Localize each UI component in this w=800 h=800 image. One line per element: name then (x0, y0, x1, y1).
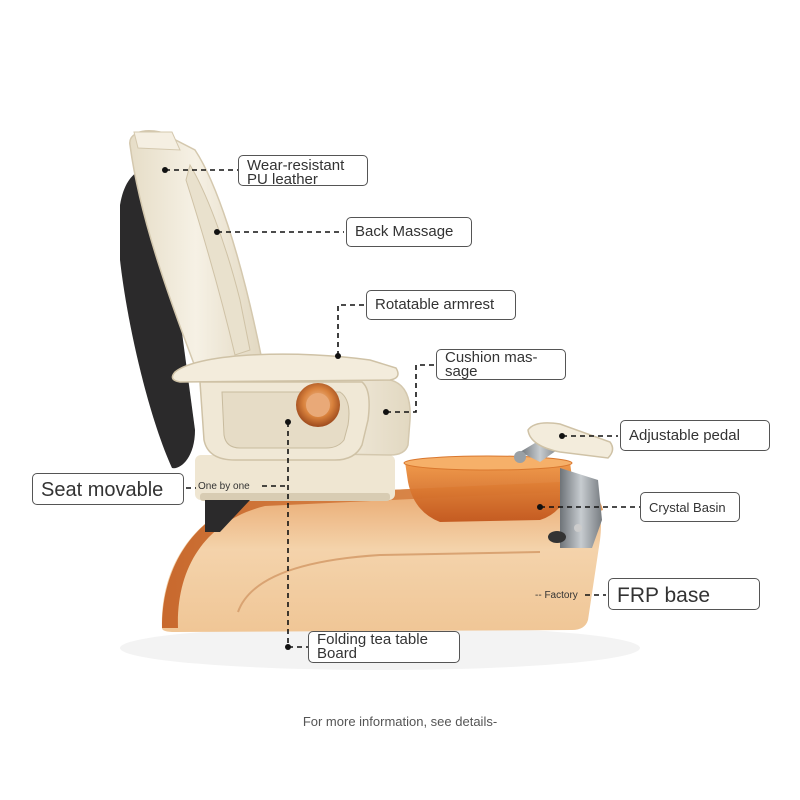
footer-note: For more information, see details- (302, 714, 498, 729)
label-pu-leather-line1: Wear-resistant (247, 157, 345, 174)
label-basin-text: Crystal Basin (649, 500, 726, 515)
dot-back-massage (214, 229, 220, 235)
label-cushion: Cushion mas- sage (436, 349, 566, 380)
crystal-basin (405, 457, 572, 522)
control-knob (548, 531, 566, 543)
frp-base-groove (237, 551, 541, 613)
label-basin: Crystal Basin (640, 492, 740, 522)
line-armrest (337, 304, 366, 356)
dot-cushion (383, 409, 389, 415)
label-tea-table-line2: Board (317, 645, 358, 662)
label-seat-text: Seat movable (41, 479, 164, 501)
control-button (574, 524, 582, 532)
label-tea-table-line1: Folding tea table (317, 631, 428, 648)
dot-tea-table-bottom (285, 644, 291, 650)
label-back-massage: Back Massage (346, 217, 472, 247)
back-massage-panel (185, 163, 251, 356)
dot-pu-leather (162, 167, 168, 173)
seat-rail-dark (205, 500, 250, 532)
headrest (133, 131, 181, 151)
label-seat: Seat movable (32, 473, 184, 505)
cup-holder-inner (306, 393, 330, 417)
backrest-shell (120, 167, 195, 469)
faucet (514, 451, 526, 463)
label-cushion-line1: Cushion mas- (445, 349, 538, 366)
seat-block (195, 455, 395, 500)
label-tea-table: Folding tea table Board (308, 631, 460, 663)
label-armrest: Rotatable armrest (366, 290, 516, 320)
dot-tea-table-top (285, 419, 291, 425)
dot-armrest (335, 353, 341, 359)
label-frp: FRP base (608, 578, 760, 610)
label-frp-note-text: Factory (544, 590, 578, 601)
label-pu-leather-line2: PU leather (247, 171, 318, 188)
callout-dots (162, 167, 565, 650)
dot-pedal (559, 433, 565, 439)
label-seat-note: One by one (198, 481, 250, 492)
label-armrest-text: Rotatable armrest (375, 296, 495, 313)
label-pedal: Adjustable pedal (620, 420, 770, 451)
adjustable-pedal (527, 422, 614, 459)
seat-rail (200, 493, 390, 501)
label-frp-text: FRP base (617, 584, 710, 607)
dot-basin (537, 504, 543, 510)
armrest (171, 353, 399, 383)
basin-rim (403, 455, 573, 471)
chrome-side-panel (560, 468, 602, 548)
label-frp-note: -- Factory (535, 590, 578, 601)
label-pedal-text: Adjustable pedal (629, 427, 740, 444)
label-back-massage-text: Back Massage (355, 223, 454, 240)
label-pu-leather: Wear-resistant PU leather (238, 155, 368, 188)
label-cushion-line2: sage (445, 363, 478, 380)
